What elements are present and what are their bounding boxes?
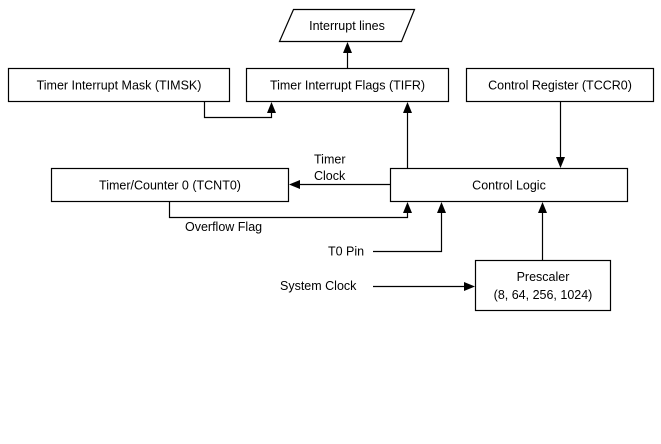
tcnt0-label: Timer/Counter 0 (TCNT0) <box>99 179 241 193</box>
edge-line <box>373 208 443 253</box>
arrowhead-down-icon <box>556 157 565 168</box>
prescaler-label-line1: Prescaler <box>517 270 570 284</box>
edge-timsk-to-tifr <box>203 101 276 119</box>
edge-control-logic-to-tifr <box>403 102 412 168</box>
edge-line <box>203 101 273 119</box>
timer-clock-label-line1: Timer <box>314 153 345 167</box>
node-prescaler: Prescaler (8, 64, 256, 1024) <box>474 259 612 312</box>
edge-system-clock-to-prescaler: System Clock <box>280 279 475 293</box>
system-clock-label: System Clock <box>280 279 357 293</box>
node-control-logic: Control Logic <box>389 167 629 203</box>
tccr0-label: Control Register (TCCR0) <box>488 79 632 93</box>
tcnt0-box <box>50 167 290 203</box>
arrowhead-up-icon <box>403 202 412 213</box>
arrowhead-up-icon <box>403 102 412 113</box>
arrowhead-up-icon <box>343 42 352 53</box>
edge-tccr0-to-control-logic <box>556 101 565 168</box>
arrowhead-right-icon <box>464 282 475 291</box>
interrupt-lines-label: Interrupt lines <box>309 19 385 33</box>
node-tcnt0: Timer/Counter 0 (TCNT0) <box>50 167 290 203</box>
node-tccr0: Control Register (TCCR0) <box>465 67 655 103</box>
node-interrupt-lines: Interrupt lines <box>278 8 416 43</box>
arrowhead-up-icon <box>267 102 276 113</box>
t0-pin-label: T0 Pin <box>328 245 364 259</box>
node-tifr: Timer Interrupt Flags (TIFR) <box>245 67 450 103</box>
arrowhead-left-icon <box>289 180 300 189</box>
tccr0-box <box>465 67 655 103</box>
arrowhead-up-icon <box>538 202 547 213</box>
edge-tcnt0-to-control-logic: Overflow Flag <box>168 201 412 234</box>
timsk-box <box>7 67 231 103</box>
prescaler-label-line2: (8, 64, 256, 1024) <box>494 288 593 302</box>
edge-prescaler-to-control-logic <box>538 202 547 260</box>
edge-control-logic-to-tcnt0: Timer Clock <box>289 153 390 189</box>
tifr-label: Timer Interrupt Flags (TIFR) <box>270 79 425 93</box>
edge-t0-pin-to-control-logic: T0 Pin <box>328 202 446 259</box>
timer-clock-label-line2: Clock <box>314 169 346 183</box>
arrowhead-up-icon <box>437 202 446 213</box>
edge-line <box>168 201 409 219</box>
timsk-label: Timer Interrupt Mask (TIMSK) <box>37 79 202 93</box>
tifr-box <box>245 67 450 103</box>
control-logic-label: Control Logic <box>472 179 546 193</box>
interrupt-lines-shape <box>278 8 416 43</box>
node-timsk: Timer Interrupt Mask (TIMSK) <box>7 67 231 103</box>
edge-tifr-to-interrupt-lines <box>343 42 352 68</box>
overflow-flag-label: Overflow Flag <box>185 220 262 234</box>
control-logic-box <box>389 167 629 203</box>
prescaler-box <box>474 259 612 312</box>
